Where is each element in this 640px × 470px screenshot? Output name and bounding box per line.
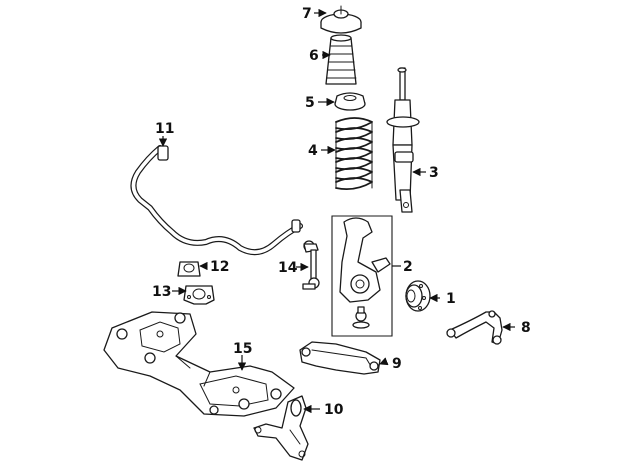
callout-10: 10 — [324, 402, 344, 418]
lower-control-arm — [299, 341, 381, 375]
stabilizer-bar — [130, 145, 303, 256]
coil-spring — [335, 117, 373, 191]
stabilizer-bushing — [177, 261, 201, 277]
callout-13: 13 — [152, 284, 171, 300]
strut-assembly — [386, 67, 420, 213]
upper-control-arm — [446, 310, 503, 345]
callout-numbers: 1 2 3 4 5 6 7 8 9 10 11 12 13 14 15 — [152, 6, 531, 418]
strut-mount — [320, 5, 362, 34]
bushing-clamp — [183, 285, 215, 305]
lower-arm-bracket — [253, 395, 309, 461]
spring-seat — [334, 92, 366, 111]
front-subframe — [103, 311, 295, 417]
wheel-hub — [405, 280, 431, 312]
leader-lines — [158, 8, 515, 414]
knuckle-group — [331, 215, 393, 337]
callout-3: 3 — [429, 165, 439, 181]
callout-15: 15 — [233, 341, 252, 357]
callout-5: 5 — [305, 95, 315, 111]
callout-12: 12 — [210, 259, 229, 275]
callout-11: 11 — [155, 121, 174, 137]
callout-8: 8 — [521, 320, 531, 336]
callout-6: 6 — [309, 48, 319, 64]
stabilizer-link — [302, 240, 320, 290]
callout-9: 9 — [392, 356, 402, 372]
callout-2: 2 — [403, 259, 413, 275]
callout-1: 1 — [446, 291, 456, 307]
callout-14: 14 — [278, 260, 298, 276]
dust-boot — [325, 34, 357, 85]
callout-7: 7 — [302, 6, 312, 22]
callout-4: 4 — [308, 143, 318, 159]
